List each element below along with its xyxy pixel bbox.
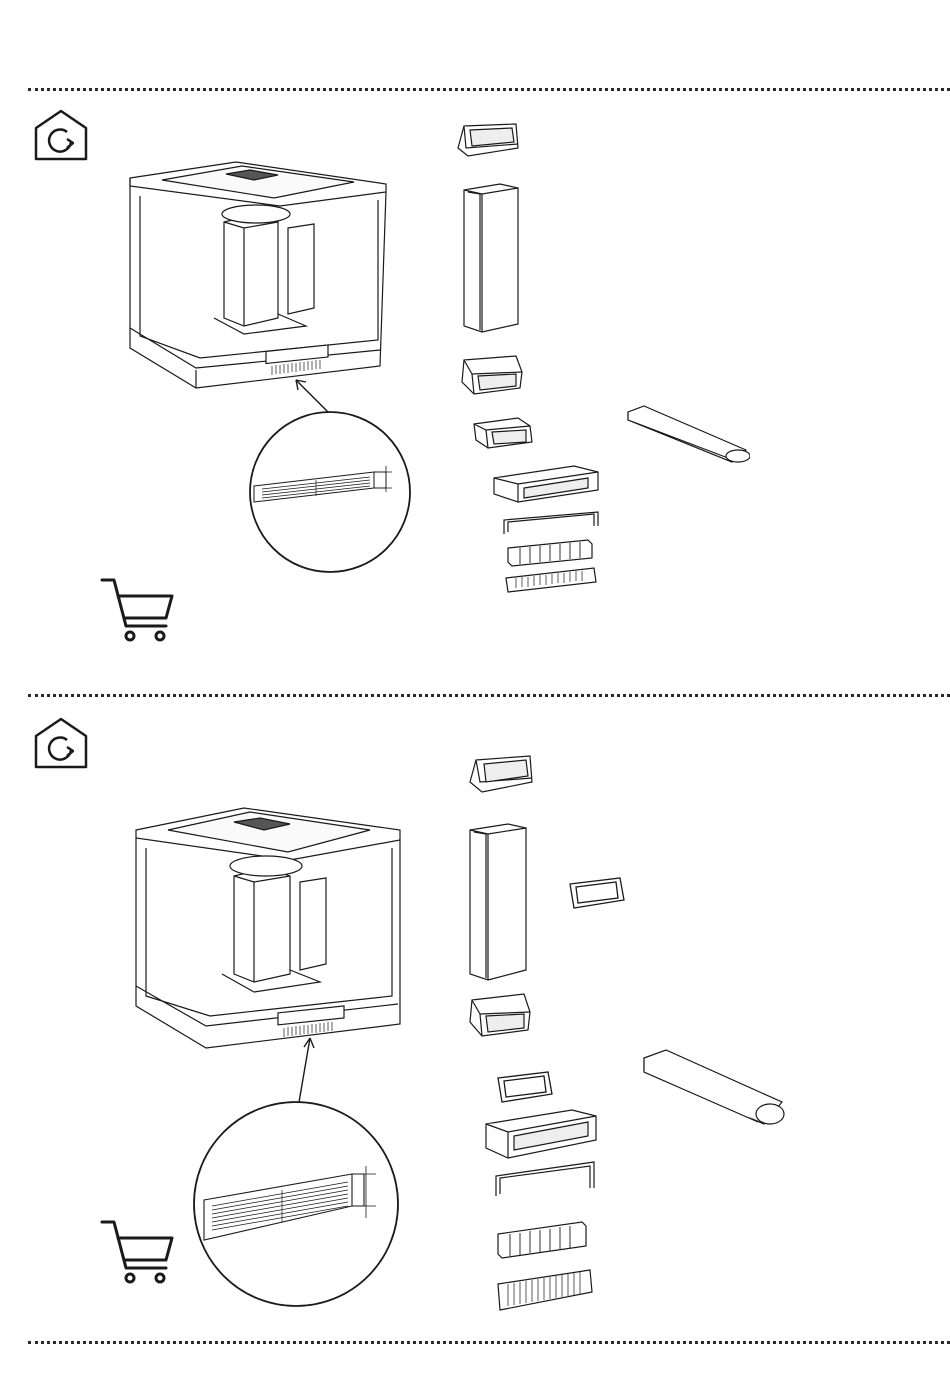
duct-connector-small (494, 1068, 556, 1106)
duct-connector (566, 876, 628, 914)
filter-housing (480, 1104, 604, 1164)
duct-elbow (466, 754, 538, 796)
filter-cartridge (494, 1218, 590, 1262)
plinth-grille-detail (186, 1100, 412, 1308)
cabinet-with-hob-illustration (134, 800, 406, 1056)
plinth-grille (494, 1266, 594, 1314)
section-divider-bottom (28, 1341, 950, 1344)
flat-duct (638, 1046, 786, 1130)
vertical-duct (466, 820, 532, 984)
duct-elbow-low (464, 990, 536, 1040)
home-recirculation-icon (33, 716, 89, 770)
zoom-leader-arrow (288, 1034, 318, 1110)
frame-bracket (492, 1158, 600, 1200)
shopping-cart-icon (100, 1218, 176, 1286)
recirculation-kit-section-2 (0, 0, 950, 1340)
